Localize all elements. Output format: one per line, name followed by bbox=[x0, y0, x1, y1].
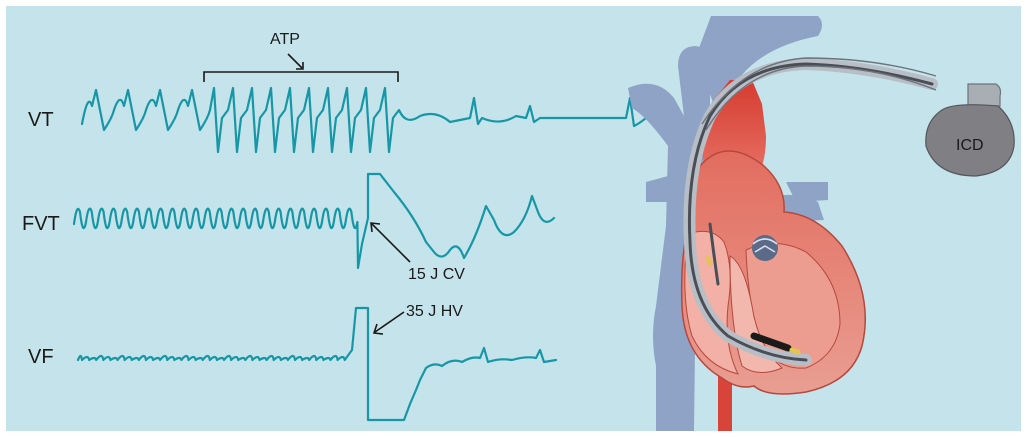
illustration-canvas: VT FVT VF ATP 15 J CV 35 J HV bbox=[6, 6, 1021, 431]
atp-bracket bbox=[204, 54, 398, 82]
fvt-label: FVT bbox=[22, 213, 60, 235]
vt-ecg-trace bbox=[82, 88, 654, 152]
cv-label: 15 J CV bbox=[408, 266, 465, 283]
branch-vessel-left bbox=[646, 176, 670, 202]
hv-label: 35 J HV bbox=[406, 303, 463, 320]
atp-label: ATP bbox=[270, 31, 300, 48]
icd-therapy-diagram: VT FVT VF ATP 15 J CV 35 J HV bbox=[6, 6, 1021, 431]
vt-label: VT bbox=[28, 109, 54, 131]
vf-label: VF bbox=[28, 346, 54, 368]
cv-arrow bbox=[371, 223, 410, 262]
icd-device bbox=[926, 84, 1014, 176]
fvt-ecg-trace bbox=[74, 174, 554, 268]
aortic-valve bbox=[752, 235, 778, 261]
icd-label: ICD bbox=[956, 137, 984, 154]
hv-arrow bbox=[374, 312, 404, 334]
heart-illustration: ICD bbox=[628, 16, 1014, 431]
vf-ecg-trace bbox=[78, 308, 556, 420]
